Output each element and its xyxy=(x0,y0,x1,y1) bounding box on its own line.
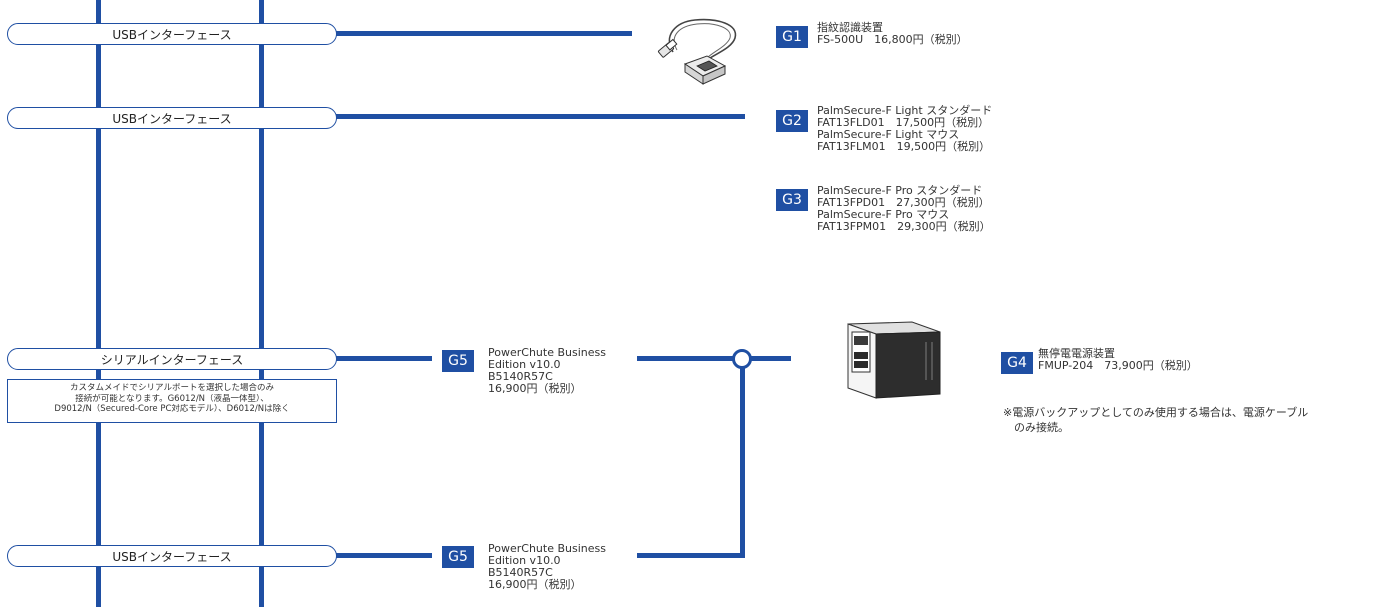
ups-power-supply-icon xyxy=(847,321,941,399)
wire-usb-to-g5 xyxy=(336,553,432,558)
wire-g5-to-ups-left xyxy=(637,356,733,361)
g4-model: FMUP-204 73,900円（税別） xyxy=(1038,359,1198,372)
badge-g3: G3 xyxy=(776,189,808,211)
g2-description: PalmSecure-F Light スタンダード FAT13FLD01 17,… xyxy=(817,105,992,153)
serial-note: カスタムメイドでシリアルポートを選択した場合のみ 接続が可能となります。G601… xyxy=(7,379,337,423)
usb-interface-label-1: USBインターフェース xyxy=(7,23,337,45)
junction-node xyxy=(732,349,752,369)
badge-g5-serial: G5 xyxy=(442,350,474,372)
trunk-left xyxy=(96,0,101,607)
g2-line-4: FAT13FLM01 19,500円（税別） xyxy=(817,140,991,153)
badge-g5-usb: G5 xyxy=(442,546,474,568)
badge-g4: G4 xyxy=(1001,352,1033,374)
g3-line-2: FAT13FPD01 27,300円（税別） xyxy=(817,196,990,209)
badge-g2: G2 xyxy=(776,110,808,132)
g2-line-2: FAT13FLD01 17,500円（税別） xyxy=(817,116,990,129)
g5-usb-line-2: Edition v10.0 xyxy=(488,554,561,567)
g5-usb-line-4: 16,900円（税別） xyxy=(488,578,582,591)
wire-g1 xyxy=(336,31,632,36)
g2-line-3: PalmSecure-F Light マウス xyxy=(817,128,960,141)
wire-g2 xyxy=(336,114,745,119)
serial-note-line-2: 接続が可能となります。G6012/N（液晶一体型）、 xyxy=(75,393,269,404)
g1-model: FS-500U 16,800円（税別） xyxy=(817,33,968,46)
g3-line-4: FAT13FPM01 29,300円（税別） xyxy=(817,220,991,233)
wire-ups-drop xyxy=(740,367,745,558)
g3-line-1: PalmSecure-F Pro スタンダード xyxy=(817,184,983,197)
g4-name: 無停電電源装置 xyxy=(1038,347,1115,360)
g5-usb-line-3: B5140R57C xyxy=(488,566,553,579)
g5-serial-line-3: B5140R57C xyxy=(488,370,553,383)
usb-fingerprint-scanner-icon xyxy=(657,18,737,85)
serial-note-line-3: D9012/N（Secured-Core PC対応モデル）、D6012/Nは除く xyxy=(54,404,290,414)
g3-description: PalmSecure-F Pro スタンダード FAT13FPD01 27,30… xyxy=(817,185,991,233)
g1-description: 指紋認識装置 FS-500U 16,800円（税別） xyxy=(817,22,968,46)
usb-interface-label-3: USBインターフェース xyxy=(7,545,337,567)
g1-name: 指紋認識装置 xyxy=(817,21,883,34)
trunk-right xyxy=(259,0,264,607)
badge-g1: G1 xyxy=(776,26,808,48)
g5-usb-description: PowerChute Business Edition v10.0 B5140R… xyxy=(488,543,606,591)
ups-note-line-2: のみ接続。 xyxy=(1003,421,1069,434)
g4-description: 無停電電源装置 FMUP-204 73,900円（税別） xyxy=(1038,348,1198,372)
wire-g5-usb-to-drop xyxy=(637,553,745,558)
serial-note-line-1: カスタムメイドでシリアルポートを選択した場合のみ xyxy=(70,383,274,393)
g5-serial-description: PowerChute Business Edition v10.0 B5140R… xyxy=(488,347,606,395)
g3-line-3: PalmSecure-F Pro マウス xyxy=(817,208,950,221)
wire-g5-to-ups-right xyxy=(751,356,791,361)
ups-note-line-1: ※電源バックアップとしてのみ使用する場合は、電源ケーブル xyxy=(1003,406,1309,419)
g2-line-1: PalmSecure-F Light スタンダード xyxy=(817,104,993,117)
serial-interface-label: シリアルインターフェース xyxy=(7,348,337,370)
ups-note: ※電源バックアップとしてのみ使用する場合は、電源ケーブル のみ接続。 xyxy=(1003,405,1308,435)
g5-serial-line-4: 16,900円（税別） xyxy=(488,382,582,395)
g5-usb-line-1: PowerChute Business xyxy=(488,542,606,555)
wire-serial-to-g5 xyxy=(336,356,432,361)
g5-serial-line-1: PowerChute Business xyxy=(488,346,606,359)
g5-serial-line-2: Edition v10.0 xyxy=(488,358,561,371)
usb-interface-label-2: USBインターフェース xyxy=(7,107,337,129)
